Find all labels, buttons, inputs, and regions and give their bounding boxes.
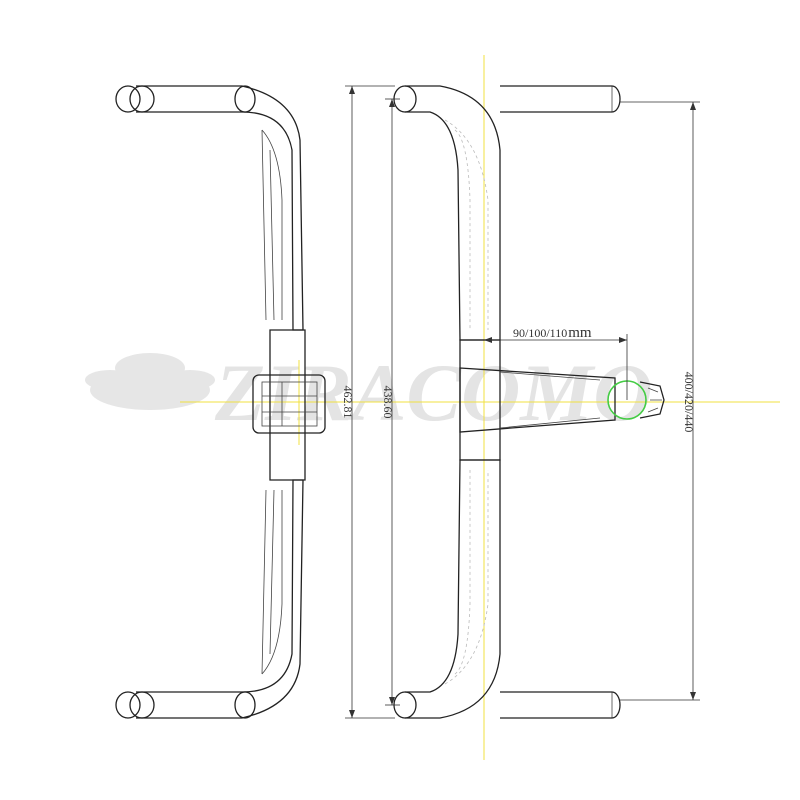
front-view-center-bar — [269, 329, 306, 481]
watermark: ZIRACOMO — [85, 347, 652, 438]
front-view-bottom-drop — [136, 479, 304, 719]
watermark-logo-icon — [85, 353, 215, 410]
front-view-bottom-bar-end-inner — [129, 691, 155, 719]
stem-length-label: 90/100/110mm — [513, 325, 592, 341]
top-view-bottom-hidden-lines — [444, 470, 489, 685]
front-view-top-bar-end-inner — [129, 85, 155, 113]
front-view-bottom-bend — [234, 691, 256, 719]
front-view-top-bar-end — [115, 85, 141, 113]
top-view-top-grip — [500, 85, 621, 113]
overall-length-label: 462.81 — [341, 386, 355, 419]
front-view — [115, 85, 326, 719]
top-view-stem-cap-detail — [647, 387, 662, 413]
inner-length-label: 438.60 — [381, 386, 395, 419]
top-view-bottom-grip — [500, 691, 621, 719]
stem-length-unit: mm — [568, 325, 592, 341]
front-view-bottom-bar-end — [115, 691, 141, 719]
top-view-stem-cap — [639, 381, 665, 419]
front-view-stem-clamp — [252, 374, 326, 434]
front-view-stem-faceplate — [261, 381, 318, 427]
front-view-bottom-flat-section — [261, 489, 283, 675]
centerlines — [180, 55, 780, 760]
front-view-top-drop — [136, 85, 304, 331]
dimension-labels: 462.81 438.60 400/420/440 90/100/110mm — [341, 325, 696, 432]
top-view — [393, 85, 665, 719]
top-view-stem-detail — [499, 371, 601, 429]
front-view-top-flat-section — [261, 129, 283, 321]
width-options-label: 400/420/440 — [682, 372, 696, 433]
top-view-top-drop — [405, 85, 501, 341]
top-view-bottom-drop — [405, 459, 501, 719]
top-view-top-hidden-lines — [444, 119, 489, 330]
dimension-lines — [345, 85, 700, 719]
stem-length-value: 90/100/110 — [513, 326, 567, 340]
front-view-top-bend — [234, 85, 256, 113]
top-view-stem — [459, 367, 616, 433]
watermark-text: ZIRACOMO — [214, 347, 652, 438]
